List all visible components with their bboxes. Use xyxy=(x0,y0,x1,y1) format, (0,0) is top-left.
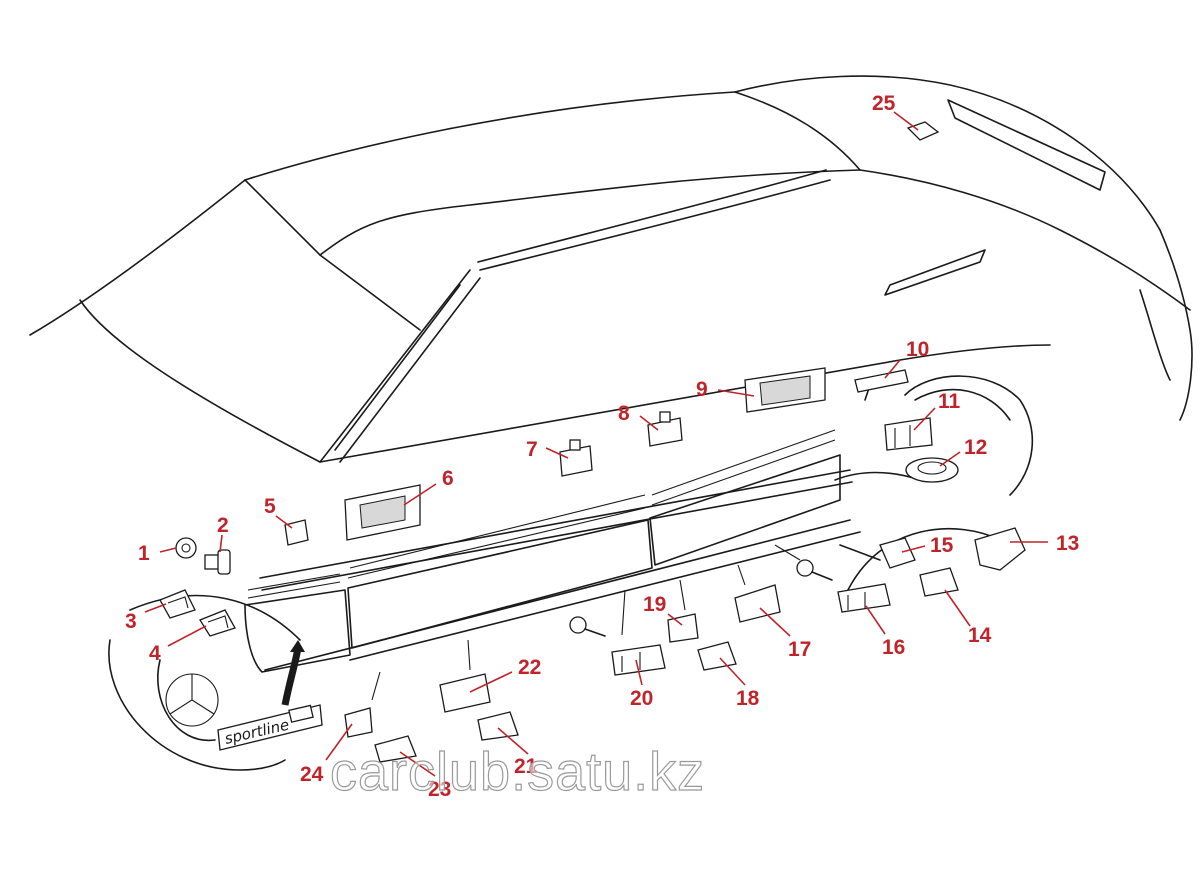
part-12-oval-grommet xyxy=(905,457,959,483)
car-body-outline xyxy=(29,75,1193,771)
callout-8: 8 xyxy=(618,402,630,425)
part-24-clip xyxy=(344,707,373,738)
part-9-retainer-bracket xyxy=(744,367,826,413)
parts xyxy=(159,121,1026,763)
callout-5: 5 xyxy=(264,495,276,518)
part-4-clip xyxy=(199,609,236,637)
part-14-clip xyxy=(919,567,959,597)
callout-7: 7 xyxy=(526,438,538,461)
callout-9: 9 xyxy=(696,378,708,401)
callout-25: 25 xyxy=(872,92,896,115)
callout-1: 1 xyxy=(138,542,150,565)
door-moulding-strips xyxy=(244,429,841,673)
callout-10: 10 xyxy=(906,338,929,361)
part-5-clip xyxy=(284,519,309,546)
callout-4: 4 xyxy=(149,642,161,665)
callout-12: 12 xyxy=(964,436,987,459)
callout-15: 15 xyxy=(930,534,954,557)
callout-23: 23 xyxy=(428,778,451,801)
part-16-clip xyxy=(837,583,891,613)
callout-leaders xyxy=(144,111,1048,777)
callout-19: 19 xyxy=(643,593,666,616)
callout-3: 3 xyxy=(125,610,137,633)
callout-22: 22 xyxy=(518,656,541,679)
callout-24: 24 xyxy=(300,763,324,786)
callout-17: 17 xyxy=(788,638,811,661)
part-15-clip xyxy=(879,537,916,569)
part-6-retainer-bracket xyxy=(344,484,421,541)
part-22-clip xyxy=(439,673,491,713)
callout-numbers: 1 2 3 4 5 6 7 8 9 10 11 12 13 14 15 16 1… xyxy=(125,92,1079,801)
part-20-clip xyxy=(611,644,666,676)
callout-13: 13 xyxy=(1056,532,1079,555)
part-3-clip xyxy=(159,589,196,619)
callout-2: 2 xyxy=(217,514,229,537)
part-7-clip xyxy=(559,439,593,477)
part-13-end-piece xyxy=(974,527,1026,571)
part-21-clip xyxy=(477,711,519,741)
screw-icon xyxy=(569,616,606,637)
callout-16: 16 xyxy=(882,636,905,659)
callout-20: 20 xyxy=(630,687,653,710)
part-11-clip xyxy=(884,417,933,451)
part-1-grommet xyxy=(175,537,197,559)
part-19-clip xyxy=(667,613,699,643)
screw-icon xyxy=(796,559,833,581)
part-2-push-pin xyxy=(204,549,231,575)
part-10-end-cap xyxy=(854,369,909,393)
callout-11: 11 xyxy=(938,390,961,413)
callout-21: 21 xyxy=(514,755,538,778)
sportline-badge: sportline xyxy=(217,704,323,751)
assembly-arrows xyxy=(281,384,1001,706)
callout-6: 6 xyxy=(442,467,454,490)
part-17-clip xyxy=(734,584,781,623)
watermark-text: carclub.satu.kz xyxy=(330,742,705,802)
part-25-clip xyxy=(906,121,940,141)
part-18-clip xyxy=(697,641,737,671)
callout-14: 14 xyxy=(968,624,992,647)
callout-18: 18 xyxy=(736,687,760,710)
part-8-clip xyxy=(647,411,683,447)
